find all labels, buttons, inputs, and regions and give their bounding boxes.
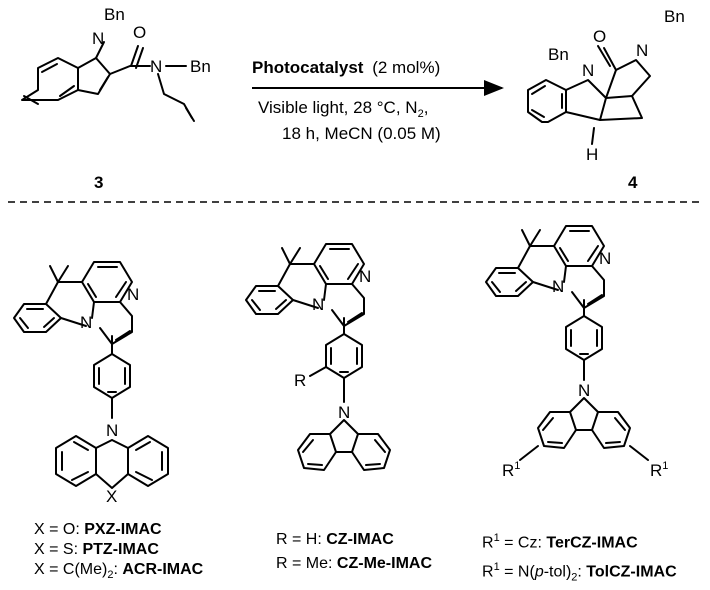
reactant-bn1-label: Bn: [104, 5, 125, 24]
reactant-n-bn-label: N: [92, 29, 104, 48]
product-4-structure: N Bn O N Bn H: [527, 7, 685, 164]
imidazole-n-label: N: [599, 249, 611, 268]
product-oxygen-label: O: [593, 27, 606, 46]
r1-right-label: R1: [650, 460, 668, 480]
reactant-amide-n-label: N: [150, 57, 162, 76]
pxz-imac-structure: N N N X: [13, 261, 169, 506]
imac-n-label: N: [552, 277, 564, 296]
condition-line-2: Visible light, 28 °C, N2,: [258, 98, 428, 120]
x-label: X: [106, 487, 117, 506]
cz-imac-structure: N N R N: [245, 243, 391, 471]
legend-left-row: X = S: PTZ-IMAC: [34, 541, 159, 558]
legend-right-row: R1 = N(p-tol)2: TolCZ-IMAC: [482, 561, 677, 584]
carbazole-n-label: N: [578, 381, 590, 400]
imidazole-n-label: N: [359, 267, 371, 286]
product-bn1-label: Bn: [548, 45, 569, 64]
legend-right: R1 = Cz: TerCZ-IMAC R1 = N(p-tol)2: TolC…: [482, 528, 677, 588]
tercz-imac-structure: N N N R1 R1: [485, 225, 668, 480]
r-label: R: [294, 371, 306, 390]
carbazole-n-label: N: [338, 403, 350, 422]
r1-left-label: R1: [502, 460, 520, 480]
imac-n-label: N: [312, 295, 324, 314]
product-label: 4: [628, 173, 638, 192]
imac-n-label: N: [80, 313, 92, 332]
donor-n-label: N: [106, 421, 118, 440]
legend-left: X = O: PXZ-IMAC X = S: PTZ-IMAC X = C(Me…: [34, 520, 203, 585]
reactant-oxygen-label: O: [133, 23, 146, 42]
product-h-label: H: [586, 145, 598, 164]
legend-right-row: R1 = Cz: TerCZ-IMAC: [482, 532, 638, 552]
reactant-3-structure: N Bn O N Bn: [21, 5, 211, 122]
condition-line-3: 18 h, MeCN (0.05 M): [282, 124, 441, 143]
legend-mid-row: R = H: CZ-IMAC: [276, 531, 394, 548]
product-indoline-n-label: N: [582, 61, 594, 80]
legend-left-row: X = O: PXZ-IMAC: [34, 521, 162, 538]
legend-left-row: X = C(Me)2: ACR-IMAC: [34, 561, 204, 582]
product-lactam-n-label: N: [636, 41, 648, 60]
legend-middle: R = H: CZ-IMAC R = Me: CZ-Me-IMAC: [276, 530, 432, 574]
reactant-bn2-label: Bn: [190, 57, 211, 76]
reactant-label: 3: [94, 173, 103, 192]
product-bn2-label: Bn: [664, 7, 685, 26]
catalyst-text: Photocatalyst (2 mol%): [252, 58, 440, 77]
imidazole-n-label: N: [127, 285, 139, 304]
legend-mid-row: R = Me: CZ-Me-IMAC: [276, 555, 432, 572]
